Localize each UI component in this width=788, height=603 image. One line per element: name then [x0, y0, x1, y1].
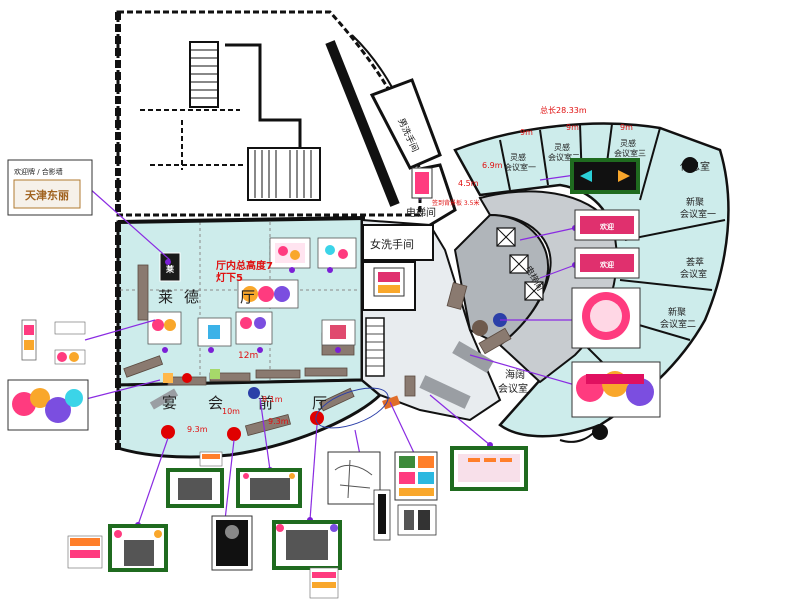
linggan-1-line-2: 会议室一 [504, 162, 536, 172]
legend-title: 欢迎牌 / 合影墙 [14, 167, 63, 176]
dim-9m-b: 9m [566, 123, 579, 132]
dim-8-1m: 8.1m [262, 395, 283, 404]
xinju-1-line-1: 新聚 [686, 196, 704, 208]
thumb-welcome-1: 欢迎 [599, 222, 614, 231]
banquet-char-2: 会 [208, 394, 223, 412]
svg-text:莱: 莱 [166, 264, 174, 274]
hall-char-3: 厅 [240, 288, 255, 306]
hall-char-2: 德 [184, 288, 199, 306]
dim-4-5m: 4.5m [458, 179, 479, 188]
dim-total: 总长28.33m [540, 105, 587, 115]
bottom-thumbnails [67, 446, 528, 599]
linggan-2-line-1: 灵感 [554, 142, 570, 152]
huixin-line-2: 会议室 [680, 268, 707, 280]
xinju-2-line-2: 会议室二 [660, 318, 696, 330]
bottom-pillar [592, 424, 608, 440]
linggan-3-line-2: 会议室三 [614, 148, 646, 158]
legend-logo: 天津东丽 [25, 188, 69, 202]
hall-standees: 莱 厅内总高度7 灯下5 [147, 237, 357, 347]
red-markers [161, 373, 324, 441]
xinju-2-line-1: 新聚 [668, 306, 686, 318]
banquet-char-1: 宴 [162, 394, 177, 412]
reception-zone [315, 387, 389, 429]
dim-9-3m-a: 9.3m [187, 425, 208, 434]
dim-10m: 10m [222, 407, 240, 416]
women-restroom-label: 女洗手间 [370, 237, 414, 251]
linggan-3-line-1: 灵感 [620, 138, 636, 148]
hall-height-note: 厅内总高度7 [216, 259, 273, 272]
stage-note: 签到背景板 3.5米 [432, 199, 479, 207]
huixin-line-1: 荟萃 [686, 256, 704, 268]
upper-core-building [115, 10, 422, 217]
top-right-pillar [682, 157, 698, 173]
corridor-signs [373, 167, 433, 297]
legend-box: 欢迎牌 / 合影墙 天津东丽 [7, 159, 93, 216]
hall-height-note-2: 灯下5 [216, 271, 243, 284]
dim-9-3m-b: 9.3m [268, 417, 289, 426]
linggan-1-line-1: 灵感 [510, 152, 526, 162]
dim-12m: 12m [238, 351, 258, 361]
sea-room-label-2: 会议室 [498, 382, 528, 395]
banquet-char-4: 厅 [312, 394, 327, 412]
xinju-1-line-2: 会议室一 [680, 208, 716, 220]
dim-9m-c: 9m [620, 123, 633, 132]
linggan-2-line-2: 会议室二 [548, 152, 580, 162]
thumb-welcome-2: 欢迎 [599, 260, 614, 269]
hall-char-1: 莱 [158, 288, 173, 306]
sea-room-label-1: 海阔 [505, 368, 525, 381]
callout-lines [79, 170, 576, 526]
dim-9m-a: 9m [520, 128, 533, 137]
elevator-hall-label: 电梯间 [406, 206, 436, 219]
left-thumbnails [7, 319, 89, 431]
dimensions: 总长28.33m 12m 10m 9.3m 9.3m 4.5m 9m 9m 9m… [187, 105, 633, 434]
dim-6-9m: 6.9m [482, 161, 503, 170]
right-thumbnails: 欢迎 欢迎 [570, 158, 661, 418]
